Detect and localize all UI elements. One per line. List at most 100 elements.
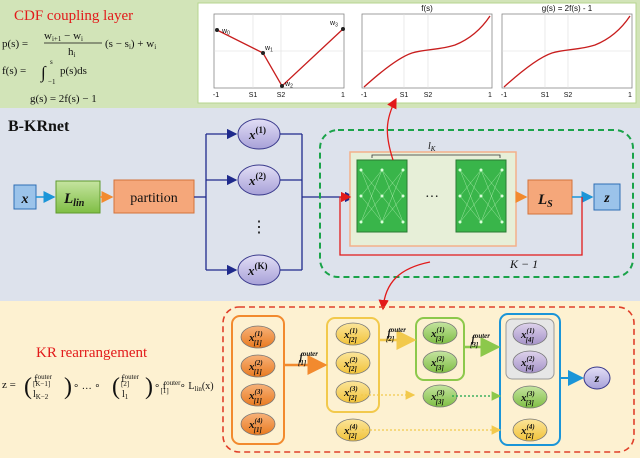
stage-4-node-x2-4: x(4)[2]	[512, 418, 548, 442]
stage-1-node-3-label: x(3)[1]	[248, 388, 263, 405]
cdf-equation-2: f(s) = ∫ s −1 p(s)ds	[2, 58, 87, 86]
plot-3-tick-1: 1	[628, 92, 632, 99]
stage-2-node-1: x(1)[2]	[335, 322, 371, 346]
bkrnet-stage-block	[319, 129, 634, 278]
eq1-rhs: (s − si) + wi	[105, 38, 156, 51]
cdf-title: CDF coupling layer	[14, 8, 133, 24]
ls-box	[527, 179, 573, 215]
stage-3-node-2-circle	[422, 350, 458, 374]
kr-block	[222, 306, 635, 453]
x1-label: x(1)	[248, 125, 266, 142]
stage-4-node-2-label: x(2)[4]	[520, 355, 535, 372]
partition-box	[113, 179, 195, 214]
plot-1-curve	[216, 28, 344, 88]
eq1-lhs: p(s) =	[2, 38, 28, 50]
stage-3-node-2: x(2)[3]	[422, 350, 458, 374]
stage-1-node-3-circle	[240, 383, 276, 407]
stage-1-node-3: x(3)[1]	[240, 383, 276, 407]
plot-2-tick-m1: -1	[361, 92, 367, 99]
formula-paren-close-2: )	[145, 374, 153, 400]
plot-1-tick-s2: S2	[277, 92, 286, 99]
arrow-to-cdf-plots	[386, 97, 397, 161]
lk-label: lK	[428, 141, 436, 153]
output-z-box	[593, 183, 621, 211]
plot-3-tick-s2: S2	[564, 92, 573, 99]
bypass-nodes: x(4)[2] x(3)[3] x(3)[3] x(4)[2]	[335, 384, 548, 442]
stage-3-node-1: x(1)[3]	[422, 321, 458, 345]
stage-4-node-x3-3: x(3)[3]	[512, 385, 548, 409]
f2-label: fouter[2]	[386, 326, 406, 343]
kr-title: KR rearrangement	[36, 345, 148, 361]
stage-1-node-1-label: x(1)[1]	[248, 330, 263, 347]
f3-label: fouter[3]	[470, 332, 490, 349]
stage-4-node-1-label: x(1)[4]	[520, 327, 535, 344]
plot-2-title: f(s)	[421, 4, 433, 13]
stage-2-node-3-label: x(3)[2]	[343, 385, 358, 402]
stage-4-node-2-circle	[512, 350, 548, 374]
plot-1-tick-s1: S1	[249, 92, 258, 99]
plot-1-knot-w2	[280, 84, 284, 88]
bypass-node-x2-4-label: x(4)[2]	[343, 423, 358, 440]
coupling-net-2	[455, 159, 507, 233]
stage-4-node-x2-4-circle	[512, 418, 548, 442]
stage-1-node-2-label: x(2)[1]	[248, 359, 263, 376]
plot-1: w0 w1 w2 w3 -1 S1 S2 1	[213, 13, 345, 99]
ls-label: LS	[537, 192, 553, 210]
formula-paren-open-1: (	[24, 374, 32, 400]
stage-1-node-4: x(4)[1]	[240, 412, 276, 436]
formula-f2-top: fouter[2]	[121, 373, 140, 388]
eq1-denominator: hi	[68, 46, 76, 59]
stage-1-node-4-circle	[240, 412, 276, 436]
stage-2-node-1-circle	[335, 322, 371, 346]
kr-output-z-circle	[583, 366, 611, 390]
eq2-int-bottom: −1	[48, 78, 56, 86]
output-z-label: z	[603, 191, 610, 206]
loop-arrow	[339, 191, 583, 256]
bypass-node-x2-4: x(4)[2]	[335, 418, 371, 442]
lin-label: Llin	[63, 191, 85, 209]
stage-2-nodes: x(1)[2] x(2)[2] x(3)[2]	[335, 322, 371, 404]
plot-3-curve	[503, 15, 631, 88]
plot-1-tick-1: 1	[341, 92, 345, 99]
input-x-label: x	[21, 192, 29, 207]
stage-4-nodes: x(1)[4] x(2)[4]	[512, 322, 548, 374]
stage-3-nodes: x(1)[3] x(2)[3]	[422, 321, 458, 374]
plot-1-label-w3: w3	[329, 20, 338, 29]
lin-box	[55, 180, 101, 214]
stage-2-node-2-label: x(2)[2]	[343, 356, 358, 373]
stage-3-node-1-circle	[422, 321, 458, 345]
eq2-lhs: f(s) =	[2, 65, 26, 77]
formula-composition: ∘ … ∘	[73, 381, 101, 392]
partition-fan-out	[194, 128, 238, 276]
plot-1-label-w2: w2	[284, 81, 293, 90]
stage-2-node-1-label: x(1)[2]	[343, 327, 358, 344]
stage-2-node-2: x(2)[2]	[335, 351, 371, 375]
stage-3-node-1-label: x(1)[3]	[430, 326, 445, 343]
formula-f2-bottom: l1	[122, 389, 129, 401]
cdf-equation-1: p(s) = wi+1 − wi hi (s − si) + wi	[2, 30, 156, 59]
loop-label: K − 1	[509, 257, 538, 271]
formula-z: z =	[2, 379, 16, 391]
stage-4-node-2: x(2)[4]	[512, 350, 548, 374]
formula-f1-bottom: lK−2	[33, 389, 49, 401]
plot-2-tick-1: 1	[488, 92, 492, 99]
stage-4-node-x3-3-label: x(3)[3]	[520, 390, 535, 407]
bypass-node-x3-3: x(3)[3]	[422, 384, 458, 408]
x-ellipsis: ⋮	[251, 219, 267, 236]
plot-3-tick-s1: S1	[541, 92, 550, 99]
eq1-numerator: wi+1 − wi	[44, 30, 83, 43]
kr-formula: z = ( fouter[K−1] lK−2 ) ∘ … ∘ ( fouter[…	[2, 373, 214, 401]
stage-1-node-1-circle	[240, 325, 276, 349]
plot-2-curve	[363, 15, 491, 88]
stage-2-node-3: x(3)[2]	[335, 380, 371, 404]
cdf-equation-3: g(s) = 2f(s) − 1	[30, 93, 97, 105]
stage-1-node-4-label: x(4)[1]	[248, 417, 263, 434]
stage-4-node-1-circle	[512, 322, 548, 346]
stage-4-node-1: x(1)[4]	[512, 322, 548, 346]
plot-1-knot-w3	[341, 27, 345, 31]
plot-2: f(s) -1 S1 S2 1	[361, 4, 493, 99]
stage-2-node-3-circle	[335, 380, 371, 404]
f1-label: fouter[1]	[298, 350, 318, 367]
plot-3-tick-m1: -1	[501, 92, 507, 99]
